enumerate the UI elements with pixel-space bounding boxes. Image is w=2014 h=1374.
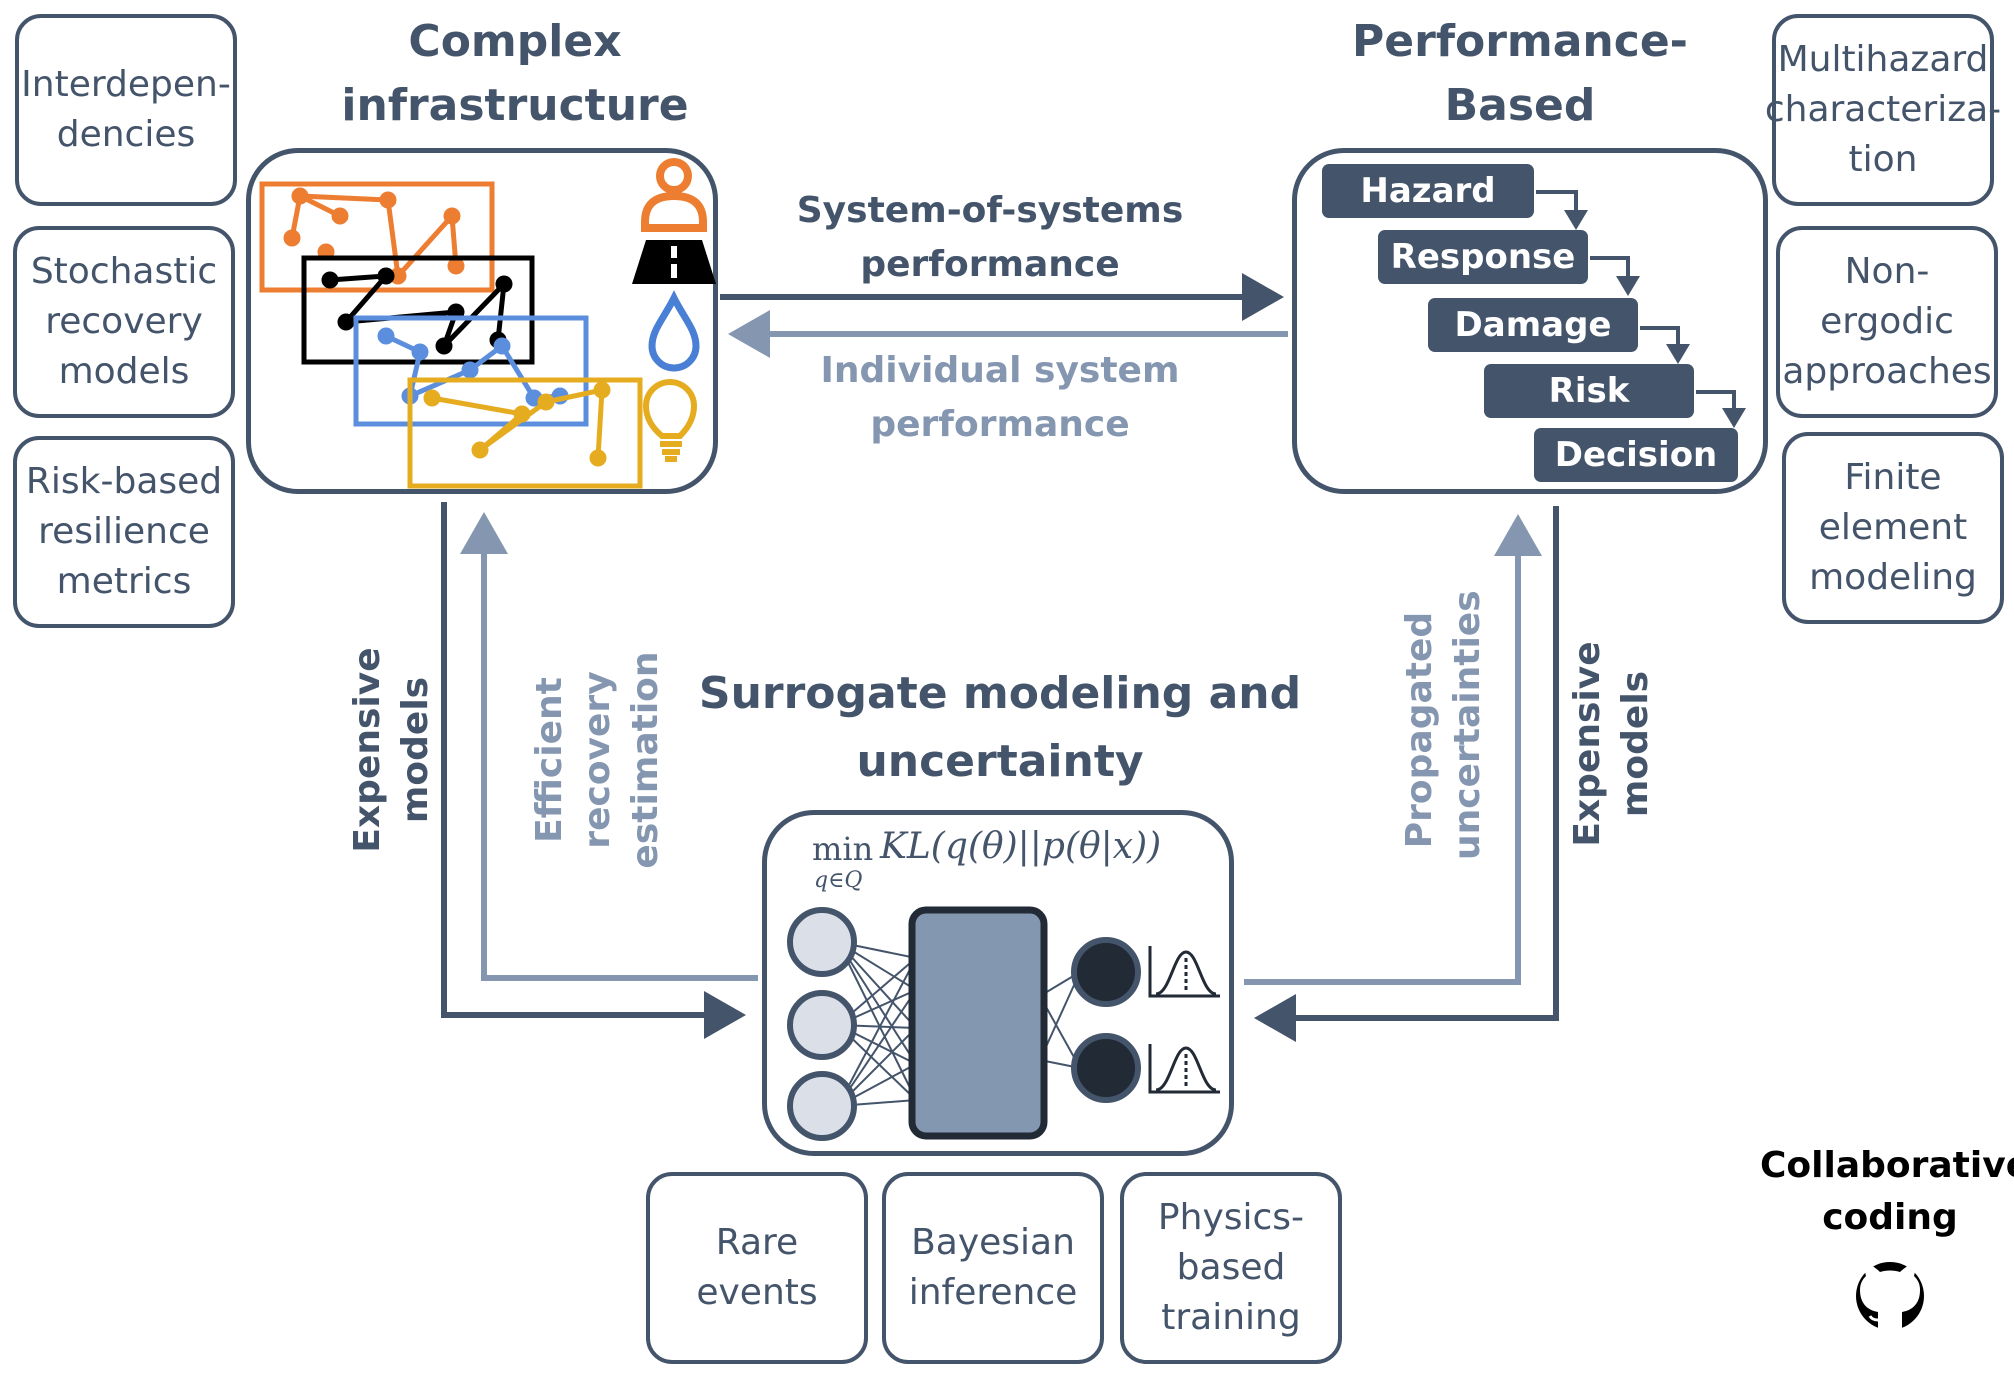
propagated-label: Propagated uncertainties bbox=[1399, 590, 1488, 860]
step-connector-1 bbox=[1536, 190, 1588, 230]
efficient-label: Efficient recovery estimation bbox=[529, 651, 666, 869]
step-response: Response bbox=[1378, 230, 1588, 284]
step-connector-2 bbox=[1590, 256, 1640, 296]
formula-expr: KL(q(θ)||p(θ|x)) bbox=[880, 826, 1162, 867]
output-node bbox=[1071, 937, 1141, 1007]
input-node bbox=[787, 990, 857, 1060]
expensive-right-label: Expensive models bbox=[1567, 641, 1656, 847]
formula-sub: q∈Q bbox=[814, 868, 863, 893]
expensive-left-label: Expensive models bbox=[347, 647, 436, 853]
bell-curve-icon bbox=[1148, 946, 1220, 998]
step-connector-3 bbox=[1640, 326, 1690, 364]
finite-element-box: Finite element modeling bbox=[1782, 432, 2004, 624]
stochastic-recovery-box: Stochastic recovery models bbox=[13, 226, 235, 418]
network-graphic bbox=[259, 181, 643, 489]
step-damage: Damage bbox=[1428, 298, 1638, 352]
interdependencies-box: Interdepen- dencies bbox=[15, 14, 237, 206]
neural-network-graphic bbox=[787, 906, 1220, 1141]
person-icon bbox=[641, 158, 707, 232]
hidden-layer bbox=[908, 906, 1048, 1140]
multihazard-box: Multihazard characteriza- tion bbox=[1765, 14, 2001, 206]
expensive-right-arrow bbox=[1254, 506, 1559, 1042]
sos-label: System-of-systems performance bbox=[796, 190, 1184, 285]
output-node bbox=[1071, 1033, 1141, 1103]
road-icon bbox=[632, 240, 716, 284]
input-node bbox=[787, 907, 857, 977]
step-connector-4 bbox=[1696, 390, 1746, 428]
non-ergodic-box: Non-ergodic approaches bbox=[1776, 226, 1998, 418]
physics-training-box: Physics- based training bbox=[1120, 1172, 1342, 1364]
expensive-left-arrow bbox=[441, 502, 746, 1039]
github-icon bbox=[1856, 1262, 1924, 1330]
input-node bbox=[787, 1071, 857, 1141]
formula-min: min bbox=[812, 830, 874, 868]
step-hazard: Hazard bbox=[1322, 164, 1534, 218]
bell-curve-icon bbox=[1148, 1044, 1220, 1094]
rare-events-box: Rare events bbox=[646, 1172, 868, 1364]
propagated-arrow bbox=[1244, 514, 1542, 985]
kl-formula: min q∈Q KL(q(θ)||p(θ|x)) bbox=[810, 826, 1210, 896]
water-drop-icon bbox=[648, 290, 700, 372]
bayesian-inference-box: Bayesian inference bbox=[882, 1172, 1104, 1364]
collaborative-coding-label: Collaborative coding bbox=[1760, 1145, 2014, 1238]
lightbulb-icon bbox=[642, 379, 698, 462]
step-risk: Risk bbox=[1484, 364, 1694, 418]
efficient-arrow bbox=[460, 512, 758, 981]
step-decision: Decision bbox=[1534, 428, 1738, 482]
risk-resilience-box: Risk-based resilience metrics bbox=[13, 436, 235, 628]
individual-label: Individual system performance bbox=[820, 350, 1180, 445]
